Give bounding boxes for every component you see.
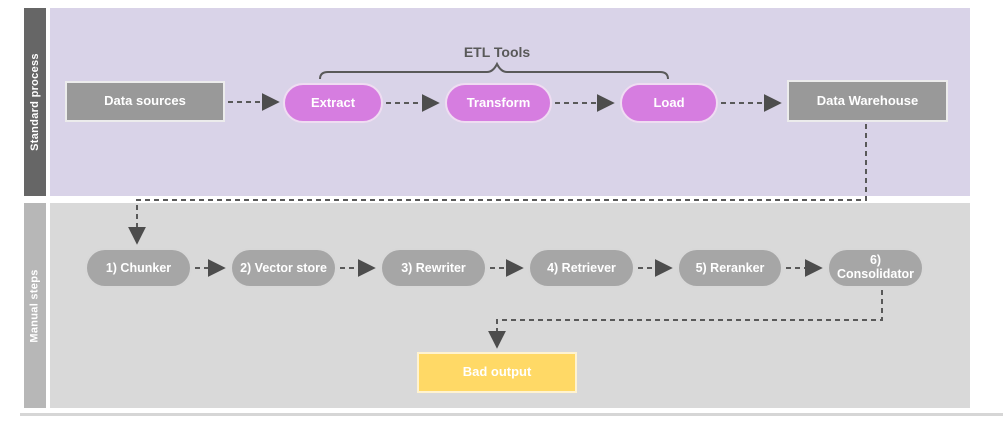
node-data-sources: Data sources xyxy=(65,81,225,122)
node-transform: Transform xyxy=(445,83,552,123)
node-load: Load xyxy=(620,83,718,123)
node-consolidator: 6) Consolidator xyxy=(827,248,924,288)
node-extract: Extract xyxy=(283,83,383,123)
lane-header-manual-steps: Manual steps xyxy=(24,203,46,408)
node-retriever: 4) Retriever xyxy=(528,248,635,288)
bottom-divider xyxy=(20,413,1003,416)
node-rewriter: 3) Rewriter xyxy=(380,248,487,288)
node-data-warehouse: Data Warehouse xyxy=(787,80,948,122)
lane-label-manual-steps: Manual steps xyxy=(29,268,42,343)
lane-label-standard-process: Standard process xyxy=(29,53,42,151)
node-chunker: 1) Chunker xyxy=(85,248,192,288)
node-reranker: 5) Reranker xyxy=(677,248,783,288)
node-vector-store: 2) Vector store xyxy=(230,248,337,288)
etl-tools-label: ETL Tools xyxy=(463,44,531,60)
lane-header-standard-process: Standard process xyxy=(24,8,46,196)
node-bad-output: Bad output xyxy=(417,352,577,393)
